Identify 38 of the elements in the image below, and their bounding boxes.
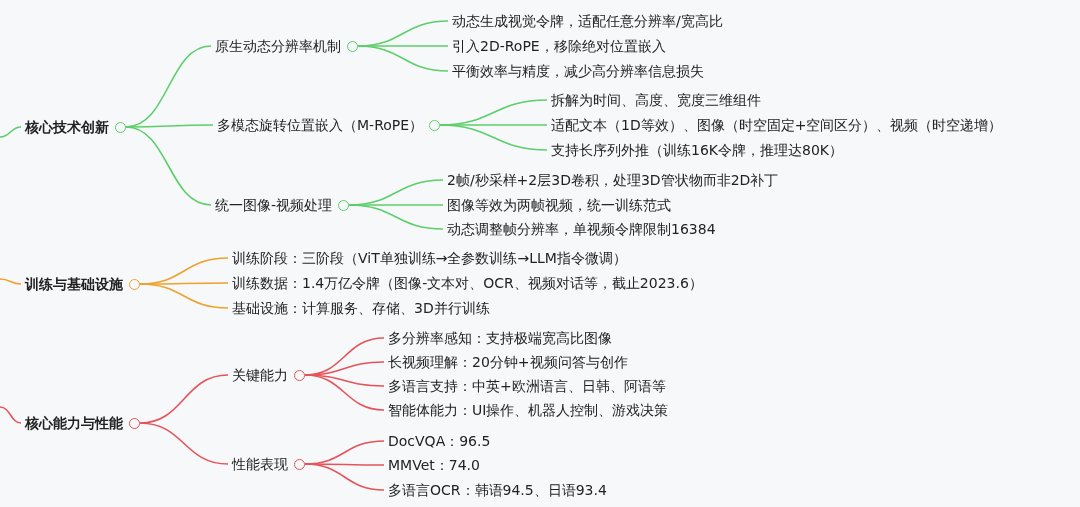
- subtopic-label: 动态调整帧分辨率，单视频令牌限制16384: [447, 220, 716, 239]
- branch-line: [139, 422, 229, 465]
- branch-line: [304, 374, 385, 411]
- branch-line: [125, 126, 212, 206]
- subtopic-label: 多语言OCR：韩语94.5、日语93.4: [388, 481, 607, 500]
- subtopic-label: 动态生成视觉令牌，适配任意分辨率/宽高比: [452, 12, 723, 31]
- subtopic-label: 支持长序列外推（训练16K令牌，推理达80K）: [551, 141, 843, 160]
- subtopic-label: 长视频理解：20分钟+视频问答与创作: [388, 353, 628, 372]
- topic-label: 关键能力: [232, 366, 288, 385]
- subtopic-label: 拆解为时间、高度、宽度三维组件: [551, 91, 761, 110]
- subtopic-label: 训练阶段：三阶段（ViT单独训练→全参数训练→LLM指令微调）: [232, 249, 627, 268]
- subtopic-label: 多语言支持：中英+欧洲语言、日韩、阿语等: [388, 377, 666, 396]
- topic-label: 统一图像-视频处理: [215, 196, 333, 215]
- branch-line: [439, 124, 548, 151]
- topic-label: 原生动态分辨率机制: [215, 37, 341, 56]
- subtopic-label: 图像等效为两帧视频，统一训练范式: [447, 196, 671, 215]
- subtopic-label: 训练数据：1.4万亿令牌（图像-文本对、OCR、视频对话等，截止2023.6）: [232, 274, 703, 293]
- subtopic-label: MMVet：74.0: [388, 456, 480, 475]
- topic-label: 核心技术创新: [25, 118, 109, 137]
- branch-line: [0, 406, 22, 424]
- subtopic-label: 智能体能力：UI操作、机器人控制、游戏决策: [388, 401, 669, 420]
- subtopic-label: DocVQA：96.5: [388, 432, 491, 451]
- subtopic-label: 多分辨率感知：支持极端宽高比图像: [388, 329, 612, 348]
- topic-label: 核心能力与性能: [25, 414, 123, 433]
- subtopic-label: 2帧/秒采样+2层3D卷积，处理3D管状物而非2D补丁: [447, 171, 779, 190]
- branch-line: [357, 45, 449, 72]
- subtopic-label: 引入2D-RoPE，移除绝对位置嵌入: [452, 37, 666, 56]
- branch-line: [304, 463, 385, 491]
- subtopic-label: 平衡效率与精度，减少高分辨率信息损失: [452, 62, 704, 81]
- branch-line: [0, 126, 22, 138]
- branch-line: [139, 283, 229, 309]
- topic-label: 多模态旋转位置嵌入（M-RoPE）: [217, 116, 424, 135]
- subtopic-label: 基础设施：计算服务、存储、3D并行训练: [232, 299, 490, 318]
- topic-label: 性能表现: [232, 455, 288, 474]
- topic-label: 训练与基础设施: [25, 275, 123, 294]
- branch-line: [0, 278, 22, 285]
- subtopic-label: 适配文本（1D等效）、图像（时空固定+空间区分）、视频（时空递增）: [551, 116, 1003, 135]
- branch-line: [348, 204, 444, 230]
